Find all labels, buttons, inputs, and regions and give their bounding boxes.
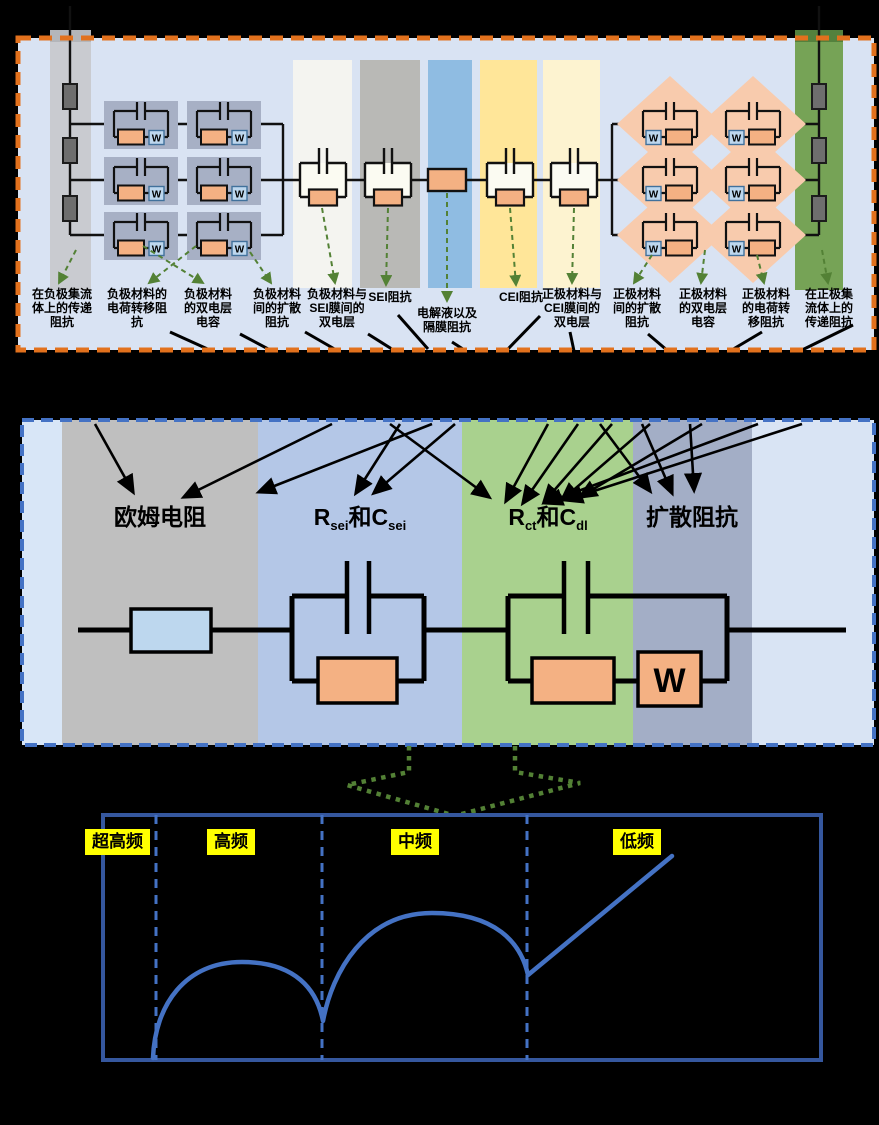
ohmic-resistor-icon	[129, 607, 213, 654]
mapping-arrows	[93, 422, 803, 507]
resistor-icon	[316, 656, 399, 705]
label-ultra-high-frequency: 超高频	[85, 829, 150, 856]
rsei-symbol: R	[313, 504, 331, 530]
csei-subscript: sei	[388, 518, 407, 533]
rct-subscript: ct	[524, 518, 537, 533]
label-ohmic-resistance: 欧姆电阻	[114, 504, 206, 530]
band-ohmic	[62, 420, 258, 745]
impedance-curve	[150, 853, 675, 1061]
csei-symbol: 和C	[348, 504, 389, 530]
label-high-frequency: 高频	[207, 829, 255, 856]
electrolyte-resistor-icon	[426, 167, 468, 193]
rct-symbol: R	[508, 504, 525, 530]
label-sei-impedance: SEI阻抗	[368, 290, 412, 304]
rc-loop-ct	[505, 593, 730, 684]
label-pos-diffusion: 正极材料间的扩散阻抗	[612, 287, 661, 330]
label-neg-charge-transfer: 负极材料的电荷转移阻抗	[106, 287, 167, 330]
resistor-icon	[530, 656, 616, 705]
warburg-icon	[636, 650, 703, 708]
simplified-equivalent-circuit-panel: W	[20, 418, 876, 747]
label-rsei-csei: Rsei和Csei	[314, 498, 406, 533]
label-neg-double-layer-cap: 负极材料的双电层电容	[183, 287, 232, 330]
rsei-subscript: sei	[330, 518, 349, 533]
nyquist-sketch-panel	[101, 813, 823, 1062]
label-neg-diffusion: 负极材料间的扩散阻抗	[252, 287, 301, 330]
rc-loop-sei	[289, 593, 427, 684]
label-pos-collector-impedance: 在正极集流体上的传递阻抗	[804, 287, 853, 330]
label-diffusion-impedance: 扩散阻抗	[646, 504, 738, 530]
leader-lines	[58, 193, 833, 303]
panel2-left-strip	[22, 420, 62, 745]
warburg-letter: W	[653, 662, 686, 700]
cdl-subscript: dl	[576, 518, 588, 533]
panel2-border	[20, 418, 876, 747]
label-pos-charge-transfer: 正极材料的电荷转移阻抗	[741, 287, 790, 330]
label-rct-cdl: Rct和Cdl	[508, 498, 587, 533]
detailed-equivalent-circuit-panel	[15, 6, 877, 353]
plot-frame	[101, 813, 823, 1062]
label-electrolyte-separator: 电解液以及隔膜阻抗	[416, 306, 477, 335]
label-pos-double-layer-cap: 正极材料的双电层电容	[678, 287, 727, 330]
frequency-dividers	[154, 815, 529, 1060]
label-cei-impedance: CEI阻抗	[498, 290, 544, 304]
label-mid-frequency: 中频	[391, 829, 439, 856]
label-neg-collector-impedance: 在负极集流体上的传递阻抗	[31, 287, 92, 330]
label-neg-sei-double-layer: 负极材料与SEI膜间的双电层	[306, 287, 367, 330]
panel1-border	[15, 35, 877, 353]
label-low-frequency: 低频	[613, 829, 661, 856]
label-pos-cei-double-layer: 正极材料与CEI膜间的双电层	[541, 287, 602, 330]
cdl-symbol: 和C	[536, 504, 577, 530]
down-arrow-dotted	[346, 746, 581, 818]
